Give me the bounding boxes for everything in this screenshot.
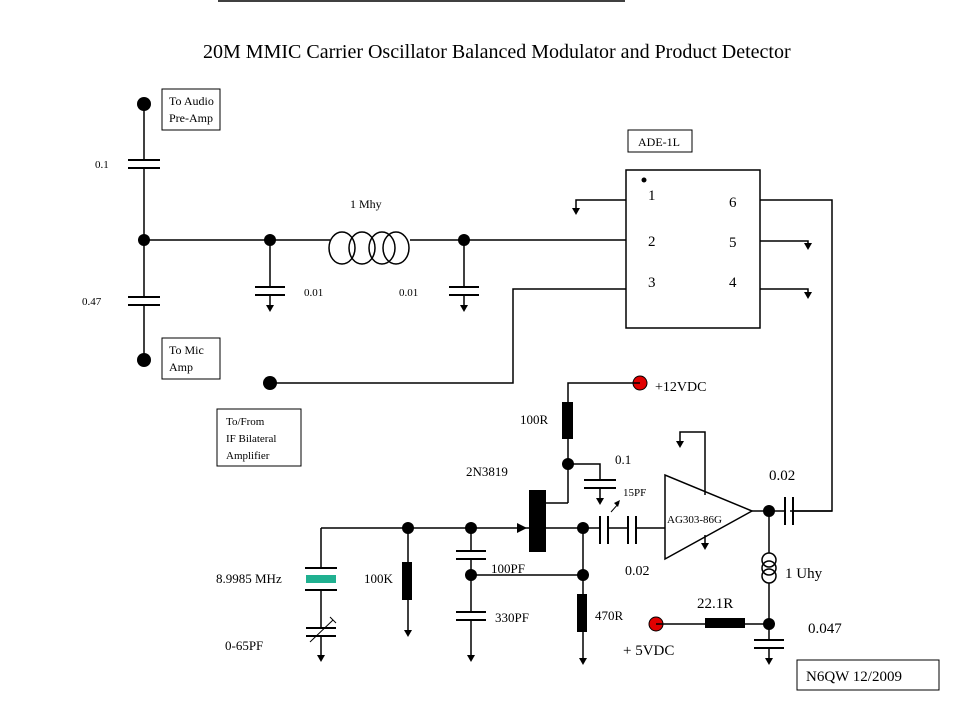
inductor-out-label: 1 Uhy — [785, 566, 823, 582]
c-trim-label: 15PF — [623, 487, 646, 499]
audio-section — [128, 97, 160, 367]
c-left-filter-label: 0.01 — [304, 287, 323, 299]
r-mmic-label: 22.1R — [697, 596, 733, 612]
c-audio-label: 0.1 — [95, 159, 109, 171]
jfet-icon — [408, 490, 546, 552]
r-source — [577, 594, 587, 632]
mmic-amplifier-icon — [664, 431, 775, 561]
svg-text:N6QW 12/2009: N6QW 12/2009 — [806, 669, 902, 685]
c-mic-label: 0.47 — [82, 296, 102, 308]
c-fb1-label: 100PF — [491, 561, 525, 576]
credit-box: N6QW 12/2009 — [796, 659, 940, 691]
fet-label: 2N3819 — [466, 464, 508, 479]
svg-text:3: 3 — [648, 275, 656, 291]
ground-icon — [459, 294, 469, 313]
ground-icon — [265, 294, 275, 313]
r-source-label: 470R — [595, 608, 624, 623]
svg-text:1: 1 — [648, 188, 656, 204]
to-mic-label-box: To Mic Amp — [161, 337, 221, 380]
inductor-top-label: 1 Mhy — [350, 197, 382, 211]
c-right-filter-label: 0.01 — [399, 287, 418, 299]
svg-text:IF Bilateral: IF Bilateral — [226, 433, 276, 445]
source-network — [471, 522, 600, 665]
mmic-label: AG303-86G — [667, 514, 722, 526]
crystal-label: 8.9985 MHz — [216, 571, 282, 586]
svg-text:Pre-Amp: Pre-Amp — [169, 111, 213, 125]
c-coupling-label: 0.02 — [625, 564, 650, 579]
svg-text:To/From: To/From — [226, 416, 265, 428]
svg-text:4: 4 — [729, 275, 737, 291]
supply-5-label: + 5VDC — [623, 643, 674, 659]
svg-text:6: 6 — [729, 195, 737, 211]
inductor-icon — [761, 552, 777, 584]
mmic-bias — [648, 511, 784, 666]
svg-text:5: 5 — [729, 235, 737, 251]
ground-icon — [595, 487, 605, 506]
r-mmic — [705, 618, 745, 628]
coupling-caps — [599, 500, 665, 544]
trimmer-label: 0-65PF — [225, 638, 263, 653]
svg-text:To Mic: To Mic — [169, 343, 204, 357]
r-drain-label: 100R — [520, 412, 549, 427]
svg-text:Amplifier: Amplifier — [226, 450, 270, 462]
r-gate-label: 100K — [364, 571, 394, 586]
c-out-label: 0.02 — [769, 468, 795, 484]
lowpass-filter — [144, 231, 628, 313]
supply-12-label: +12VDC — [655, 380, 706, 395]
mixer-ade1l: ADE-1L 1 2 3 6 5 4 — [625, 129, 761, 329]
r-gate — [402, 562, 412, 600]
crystal-icon — [305, 567, 337, 591]
c-fb2-label: 330PF — [495, 610, 529, 625]
to-audio-label-box: To Audio Pre-Amp — [161, 88, 221, 131]
c-drain-bypass-label: 0.1 — [615, 452, 631, 467]
to-from-if-label-box: To/From IF Bilateral Amplifier — [216, 408, 302, 467]
oscillator-network — [305, 522, 486, 662]
ground-icon — [764, 647, 774, 666]
svg-text:Amp: Amp — [169, 360, 193, 374]
diagram-title: 20M MMIC Carrier Oscillator Balanced Mod… — [203, 41, 791, 63]
svg-text:To Audio: To Audio — [169, 94, 214, 108]
svg-text:2: 2 — [648, 234, 656, 250]
output-cap — [769, 497, 832, 525]
drain-supply — [546, 375, 648, 506]
c-mmic-bypass-label: 0.047 — [808, 621, 842, 637]
inductor-icon — [328, 231, 410, 265]
svg-text:ADE-1L: ADE-1L — [638, 135, 680, 149]
r-drain — [562, 402, 573, 439]
